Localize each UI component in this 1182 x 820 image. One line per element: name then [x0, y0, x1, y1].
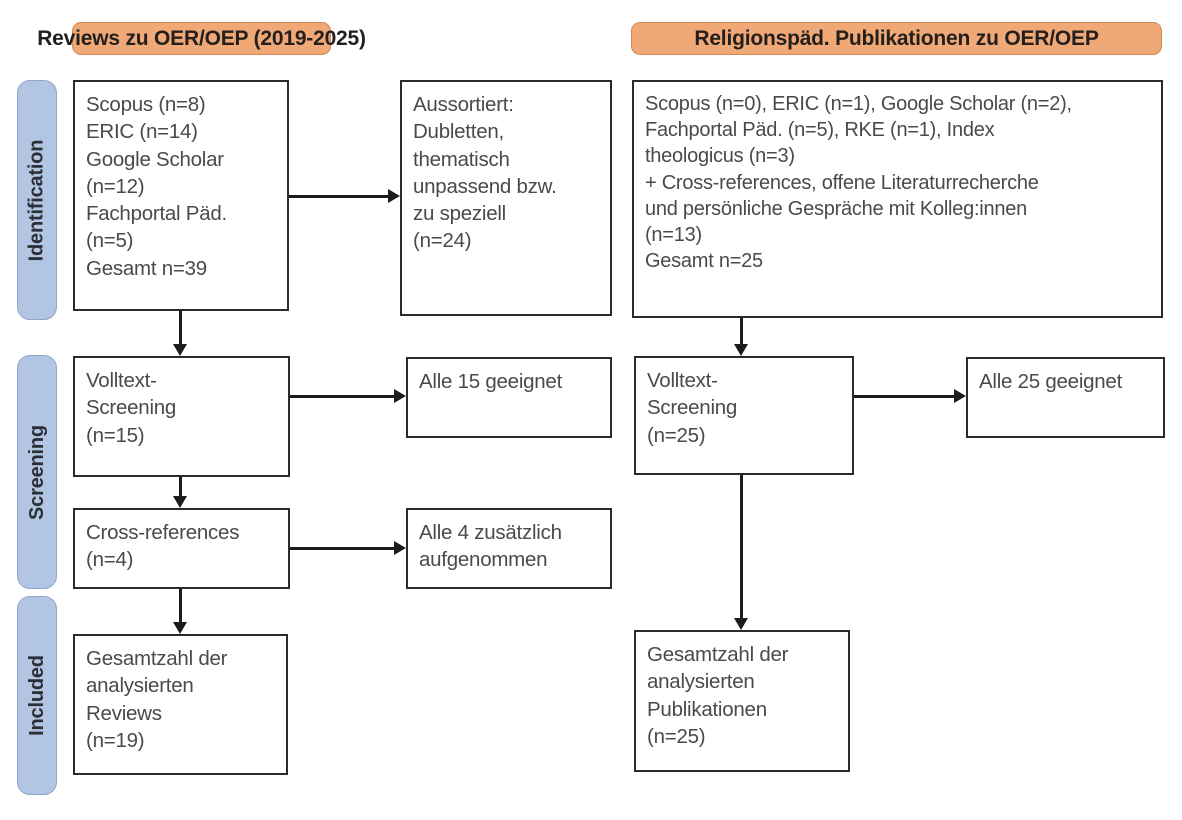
connector-left-crossref-to-included	[179, 589, 182, 622]
left-sources-line: Scopus (n=8)	[86, 93, 206, 116]
right-sources-line: + Cross-references, offene Literaturrech…	[645, 171, 1039, 194]
right-sources-line: Scopus (n=0), ERIC (n=1), Google Scholar…	[645, 93, 1072, 115]
right-included-line: Gesamtzahl der	[647, 643, 789, 666]
right-sources-line: theologicus (n=3)	[645, 145, 795, 168]
left-included-box: Gesamtzahl der analysierten Reviews (n=1…	[73, 634, 288, 775]
left-crossref-result-line: aufgenommen	[419, 548, 548, 572]
connector-right-fulltext-to-result	[854, 395, 954, 398]
right-sources-line: Fachportal Päd. (n=5), RKE (n=1), Index	[645, 119, 995, 142]
left-included-line: Gesamtzahl der	[86, 647, 228, 670]
left-fulltext-line: Screening	[86, 396, 177, 420]
arrow-right-fulltext-to-included	[734, 618, 748, 630]
column-header-left-text: Reviews zu OER/OEP (2019-2025)	[37, 26, 366, 50]
left-sources-line: Fachportal Päd.	[86, 202, 227, 225]
left-excluded-line: thematisch	[413, 147, 510, 171]
phase-label-included: Included	[17, 596, 57, 795]
left-crossref-result-line: Alle 4 zusätzlich	[419, 521, 562, 544]
left-excluded-line: (n=24)	[413, 229, 472, 253]
right-fulltext-result-line: Alle 25 geeignet	[979, 370, 1123, 393]
left-excluded-box: Aussortiert: Dubletten, thematisch unpas…	[400, 80, 612, 316]
left-sources-line: (n=5)	[86, 229, 134, 253]
connector-right-sources-to-fulltext	[740, 318, 743, 344]
connector-left-sources-to-excluded	[289, 195, 388, 198]
right-fulltext-result-box: Alle 25 geeignet	[966, 357, 1165, 438]
left-fulltext-box: Volltext- Screening (n=15)	[73, 356, 290, 477]
left-fulltext-result-line: Alle 15 geeignet	[419, 370, 563, 393]
connector-left-crossref-to-result	[290, 547, 394, 550]
connector-left-fulltext-to-crossref	[179, 477, 182, 496]
left-sources-line: Gesamt n=39	[86, 256, 207, 280]
right-included-line: (n=25)	[647, 724, 706, 748]
right-fulltext-box: Volltext- Screening (n=25)	[634, 356, 854, 475]
right-sources-line: Gesamt n=25	[645, 250, 763, 273]
left-crossref-box: Cross-references (n=4)	[73, 508, 290, 589]
right-sources-line: und persönliche Gespräche mit Kolleg:inn…	[645, 197, 1027, 220]
arrow-left-sources-to-excluded	[388, 189, 400, 203]
connector-left-sources-to-fulltext	[179, 311, 182, 344]
phase-label-identification-text: Identification	[25, 139, 48, 261]
column-header-left: Reviews zu OER/OEP (2019-2025)	[37, 22, 366, 55]
right-fulltext-line: Screening	[647, 396, 738, 420]
left-included-line: (n=19)	[86, 728, 145, 752]
connector-left-fulltext-to-result	[290, 395, 394, 398]
left-crossref-result-box: Alle 4 zusätzlich aufgenommen	[406, 508, 612, 589]
right-sources-line: (n=13)	[645, 223, 702, 246]
left-excluded-line: Dubletten,	[413, 120, 504, 144]
left-excluded-line: Aussortiert:	[413, 93, 514, 116]
right-sources-box: Scopus (n=0), ERIC (n=1), Google Scholar…	[632, 80, 1163, 318]
left-excluded-line: zu speziell	[413, 202, 506, 225]
left-crossref-line: Cross-references	[86, 521, 240, 544]
right-included-line: analysierten	[647, 670, 755, 694]
left-included-line: analysierten	[86, 674, 194, 698]
phase-label-included-text: Included	[25, 655, 48, 736]
left-crossref-line: (n=4)	[86, 548, 134, 572]
connector-right-fulltext-to-included	[740, 475, 743, 618]
right-fulltext-line: Volltext-	[647, 369, 718, 392]
arrow-right-fulltext-to-result	[954, 389, 966, 403]
column-header-right: Religionspäd. Publikationen zu OER/OEP	[631, 22, 1162, 55]
phase-label-screening: Screening	[17, 355, 57, 589]
column-header-right-text: Religionspäd. Publikationen zu OER/OEP	[694, 26, 1099, 50]
left-fulltext-line: (n=15)	[86, 423, 145, 447]
left-fulltext-result-box: Alle 15 geeignet	[406, 357, 612, 438]
right-fulltext-line: (n=25)	[647, 423, 706, 447]
phase-label-screening-text: Screening	[25, 424, 48, 520]
arrow-left-sources-to-fulltext	[173, 344, 187, 356]
left-excluded-line: unpassend bzw.	[413, 174, 557, 198]
right-included-line: Publikationen	[647, 697, 767, 721]
left-sources-line: (n=12)	[86, 174, 145, 198]
arrow-left-crossref-to-included	[173, 622, 187, 634]
right-included-box: Gesamtzahl der analysierten Publikatione…	[634, 630, 850, 772]
left-fulltext-line: Volltext-	[86, 369, 157, 392]
left-sources-box: Scopus (n=8) ERIC (n=14) Google Scholar …	[73, 80, 289, 311]
arrow-left-crossref-to-result	[394, 541, 406, 555]
arrow-right-sources-to-fulltext	[734, 344, 748, 356]
arrow-left-fulltext-to-result	[394, 389, 406, 403]
phase-label-identification: Identification	[17, 80, 57, 320]
left-sources-line: ERIC (n=14)	[86, 120, 198, 144]
left-sources-line: Google Scholar	[86, 147, 224, 171]
left-included-line: Reviews	[86, 701, 162, 725]
arrow-left-fulltext-to-crossref	[173, 496, 187, 508]
